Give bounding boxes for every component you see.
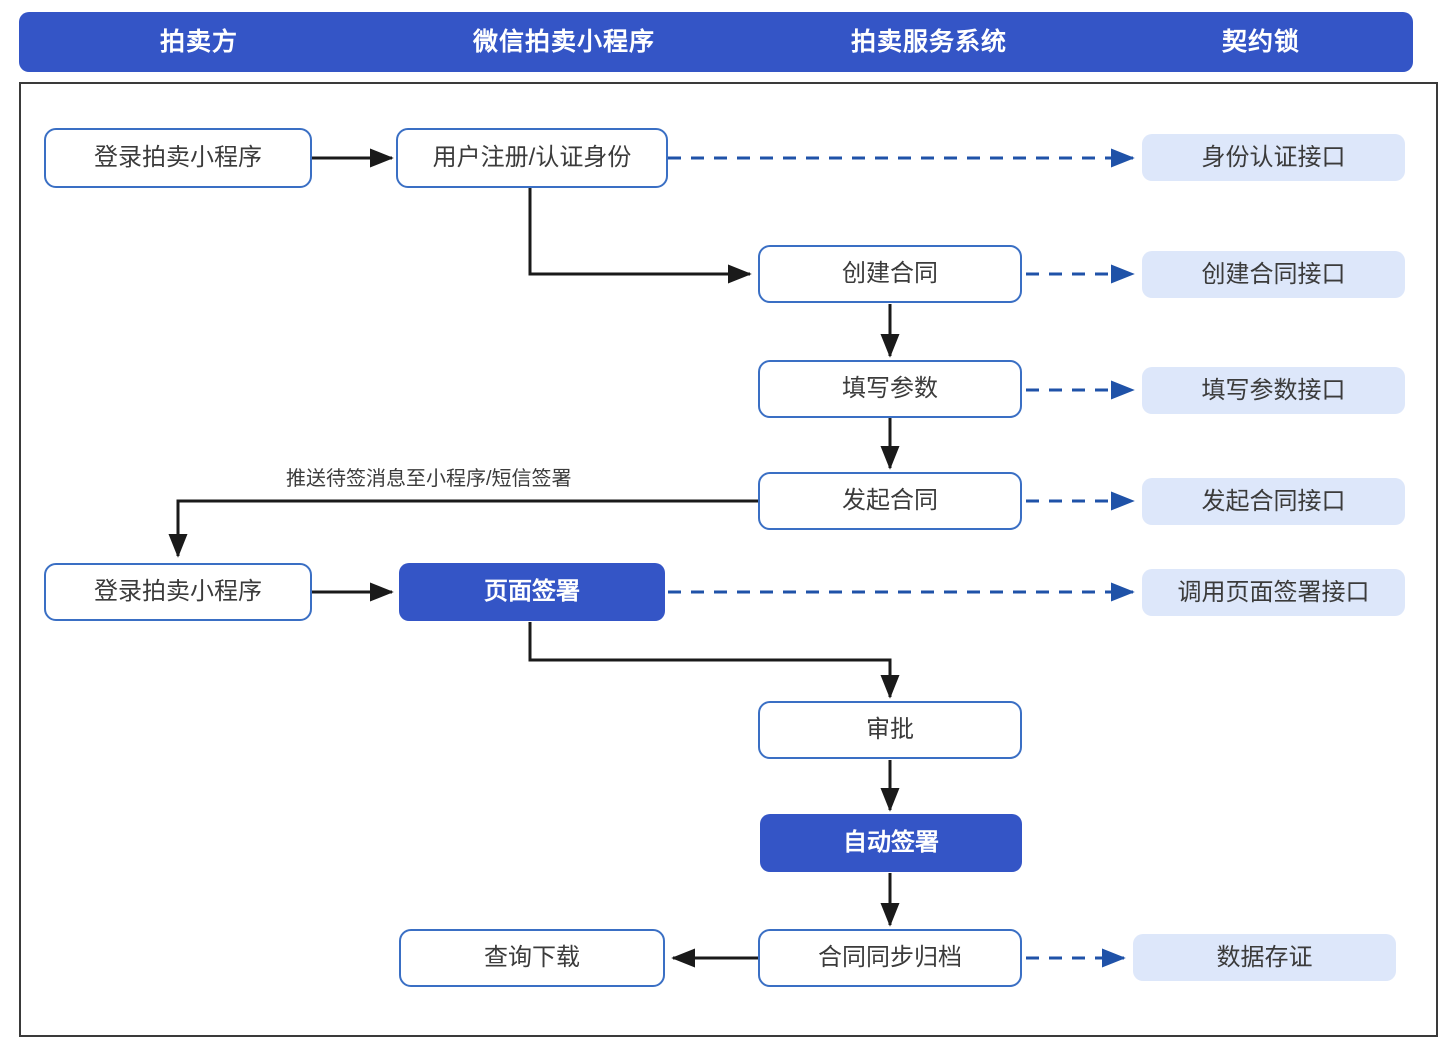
node-create-contract[interactable]: 创建合同	[758, 245, 1022, 303]
node-fill-parameters-api[interactable]: 填写参数接口	[1142, 367, 1405, 414]
node-contract-sync-archive[interactable]: 合同同步归档	[758, 929, 1022, 987]
node-data-evidence-api[interactable]: 数据存证	[1133, 934, 1396, 981]
edge-label-push-message: 推送待签消息至小程序/短信签署	[286, 468, 572, 490]
node-login-miniprogram-2[interactable]: 登录拍卖小程序	[44, 563, 312, 621]
lane-title-qiyuesuo: 契约锁	[1221, 27, 1300, 56]
lane-title-wechat-miniprogram: 微信拍卖小程序	[472, 27, 655, 56]
lane-title-auction-party: 拍卖方	[159, 27, 238, 56]
node-launch-contract[interactable]: 发起合同	[758, 472, 1022, 530]
node-login-miniprogram-1[interactable]: 登录拍卖小程序	[44, 128, 312, 188]
node-query-download[interactable]: 查询下载	[399, 929, 665, 987]
node-identity-auth-api[interactable]: 身份认证接口	[1142, 134, 1405, 181]
node-launch-contract-api[interactable]: 发起合同接口	[1142, 478, 1405, 525]
node-fill-parameters[interactable]: 填写参数	[758, 360, 1022, 418]
node-auto-signing[interactable]: 自动签署	[760, 814, 1022, 872]
lane-header-bar: 拍卖方 微信拍卖小程序 拍卖服务系统 契约锁	[19, 12, 1413, 72]
diagram-frame	[19, 82, 1438, 1037]
node-create-contract-api[interactable]: 创建合同接口	[1142, 251, 1405, 298]
node-page-signing[interactable]: 页面签署	[399, 563, 665, 621]
lane-title-auction-service: 拍卖服务系统	[850, 27, 1007, 56]
node-approval[interactable]: 审批	[758, 701, 1022, 759]
node-user-register-auth[interactable]: 用户注册/认证身份	[396, 128, 668, 188]
node-page-signing-api[interactable]: 调用页面签署接口	[1142, 569, 1405, 616]
